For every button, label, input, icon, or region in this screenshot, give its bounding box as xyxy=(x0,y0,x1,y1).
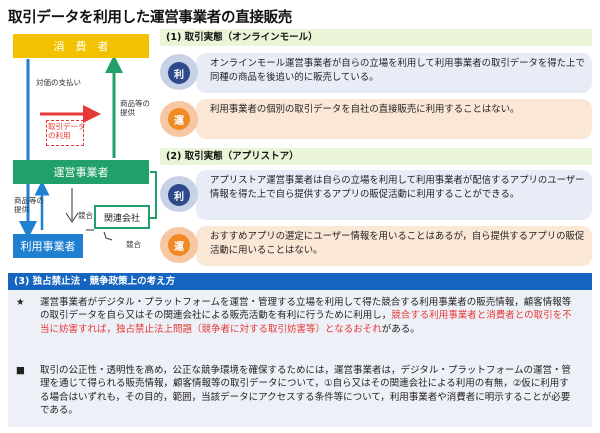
operator-node: 運営事業者 xyxy=(13,160,149,184)
operator-badge: 運 xyxy=(168,108,190,130)
consumer-node: 消 費 者 xyxy=(13,34,149,58)
section2-header: (2) 取引実態（アプリストア） xyxy=(160,148,592,165)
user-badge: 利 xyxy=(168,62,190,84)
competition-arrow-2 xyxy=(103,231,113,241)
operator-badge: 運 xyxy=(168,234,190,256)
user-badge: 利 xyxy=(168,184,190,206)
competition-label-1: 競合 xyxy=(78,211,93,220)
user-node: 利用事業者 xyxy=(13,234,83,258)
competition-arrow-1 xyxy=(65,212,79,223)
goods-label-top-1: 商品等の xyxy=(120,99,150,108)
data-use-label: 取引データ の利用 xyxy=(48,122,86,141)
goods-label-bottom-2: 提供 xyxy=(14,205,29,215)
data-use-box xyxy=(46,120,84,146)
bullet1-text: 運営事業者がデジタル・プラットフォームを運営・管理する立場を利用して得た競合する… xyxy=(40,296,578,336)
bullet1-text-red: 競合する利用事業者と消費者との取引を不当に妨害すれば，独占禁止法上問題（競争者に… xyxy=(40,310,572,335)
bullet-star: ★ 運営事業者がデジタル・プラットフォームを運営・管理する立場を利用して得た競合… xyxy=(16,296,586,356)
goods-label-bottom: 商品等の 提供 xyxy=(14,196,44,215)
bullet1-text-a: 運営事業者がデジタル・プラットフォームを運営・管理する立場を利用して得た競合する… xyxy=(40,297,572,322)
data-use-label-1: 取引データ xyxy=(48,122,86,131)
data-use-label-2: の利用 xyxy=(48,131,71,141)
section1-header: (1) 取引実態（オンラインモール） xyxy=(160,29,592,46)
section3-box xyxy=(8,290,592,427)
competition-label-2: 競合 xyxy=(126,240,141,249)
goods-label-top: 商品等の 提供 xyxy=(120,99,150,118)
goods-label-top-2: 提供 xyxy=(120,108,135,118)
flow-arrows xyxy=(19,55,157,241)
bullet1-text-b: がある。 xyxy=(381,323,420,335)
page-title: 取引データを利用した運営事業者の直接販売 xyxy=(8,10,292,26)
star-icon: ★ xyxy=(16,297,25,308)
bullet2-text: 取引の公正性・透明性を高め，公正な競争環境を確保するためには，運営事業者は，デジ… xyxy=(40,365,572,417)
square-icon: ■ xyxy=(16,365,25,376)
section2-operator-text: おすすめアプリの選定にユーザー情報を用いることはあるが，自ら提供するアプリの販促… xyxy=(196,226,592,266)
section1-user-text: オンラインモール運営事業者が自らの立場を利用して利用事業者の取引データを得た上で… xyxy=(196,53,592,93)
section3-header: (3) 独占禁止法・競争政策上の考え方 xyxy=(8,273,592,290)
section1-operator-text: 利用事業者の個別の取引データを自社の直接販売に利用することはない。 xyxy=(196,99,592,139)
payment-label: 対価の支払い xyxy=(36,78,81,87)
section2-user-text: アプリストア運営事業者は自らの立場を利用して利用事業者が配信するアプリのユーザー… xyxy=(196,170,592,220)
affiliate-node: 関連会社 xyxy=(94,205,150,229)
affiliate-link xyxy=(150,171,157,219)
bullet-square: ■ 取引の公正性・透明性を高め，公正な競争環境を確保するためには，運営事業者は，… xyxy=(16,364,586,424)
goods-label-bottom-1: 商品等の xyxy=(14,196,44,205)
